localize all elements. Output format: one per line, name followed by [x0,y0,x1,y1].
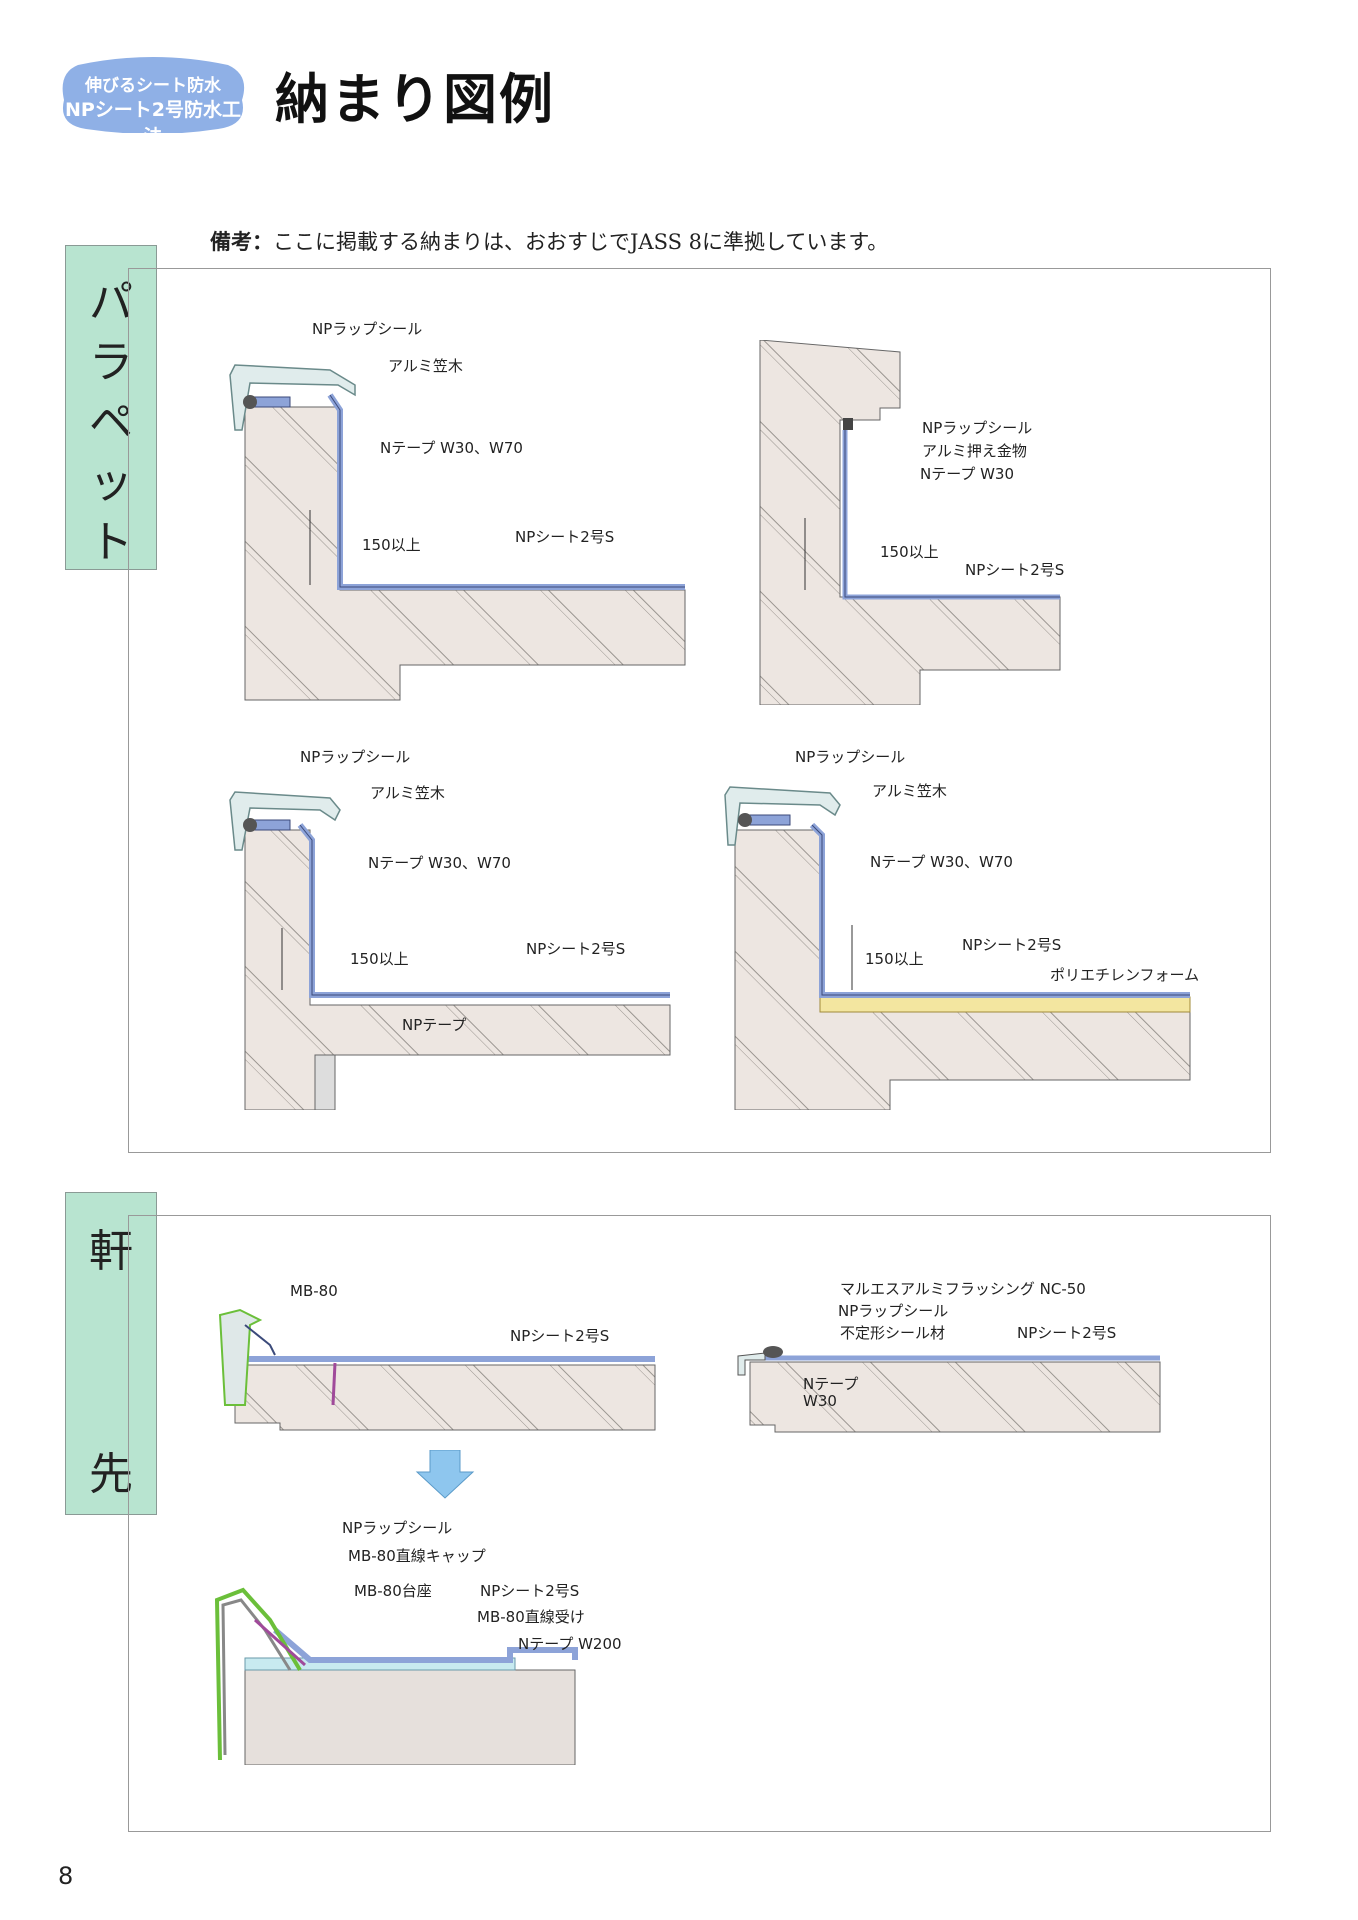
section-tab-parapet: パ ラ ペ ッ ト [65,245,157,570]
eaves-diagram-2 [737,1346,1161,1433]
parapet-char: パ [89,277,133,328]
d2-tape-label: Nテープ W30 [920,465,1015,483]
parapet-diagram-2 [759,340,1061,705]
e2-sheet-label: NPシート2号S [1017,1324,1117,1342]
d1-sheet-label: NPシート2号S [515,528,615,546]
badge-line1: 伸びるシート防水 [85,76,221,96]
e2-wrap-seal-label: NPラップシール [838,1302,949,1320]
section-tab-eaves: 軒 先 [65,1192,157,1515]
e2-tape2-label: W30 [803,1392,837,1410]
eaves-diagram-3 [214,1587,578,1765]
eaves-char: 軒 [89,1226,133,1277]
d4-tape-label: Nテープ W30、W70 [870,853,1013,871]
e1-mb-label: MB-80 [290,1282,338,1300]
d4-foam-label: ポリエチレンフォーム [1050,966,1200,984]
remark-label: 備考： [210,230,273,254]
page-title: 納まり図例 [275,68,555,131]
eaves-panel [128,1215,1271,1832]
parapet-diagram-1 [229,364,686,701]
d3-coping-label: アルミ笠木 [370,784,445,802]
d1-wrap-seal-label: NPラップシール [312,320,423,338]
badge-line2: NPシート2号防水工法 [64,99,242,148]
parapet-diagram-4 [724,786,1191,1110]
d2-press-label: アルミ押え金物 [922,442,1027,460]
badge-cloud-shape [62,57,245,134]
e3-receiver-label: MB-80直線受け [477,1608,585,1626]
eaves-char: 先 [89,1449,133,1500]
eaves-diagram-1 [218,1308,656,1431]
d3-height-label: 150以上 [350,950,409,968]
parapet-char: ッ [89,457,133,508]
d4-sheet-label: NPシート2号S [962,936,1062,954]
parapet-char: ト [89,517,133,568]
parapet-char: ラ [89,337,133,388]
d1-tape-label: Nテープ W30、W70 [380,439,523,457]
d2-wrap-seal-label: NPラップシール [922,419,1033,437]
d4-coping-label: アルミ笠木 [872,782,947,800]
parapet-diagram-3 [229,791,671,1110]
e2-sealant-label: 不定形シール材 [840,1324,946,1342]
d1-height-label: 150以上 [362,536,421,554]
page-number: 8 [58,1862,74,1890]
d2-sheet-label: NPシート2号S [965,561,1065,579]
parapet-panel [128,268,1271,1153]
d2-height-label: 150以上 [880,543,939,561]
product-badge: 伸びるシート防水 NPシート2号防水工法 [58,55,248,148]
d3-wrap-seal-label: NPラップシール [300,748,411,766]
e1-sheet-label: NPシート2号S [510,1327,610,1345]
d4-height-label: 150以上 [865,950,924,968]
e3-sheet-label: NPシート2号S [480,1582,580,1600]
remark-text: ここに掲載する納まりは、おおすじでJASS 8に準拠しています。 [273,230,889,254]
e3-cap-label: MB-80直線キャップ [348,1547,486,1565]
e3-wrap-seal-label: NPラップシール [342,1519,453,1537]
d3-np-tape-label: NPテープ [402,1016,467,1034]
e2-flashing-label: マルエスアルミフラッシング NC-50 [840,1280,1086,1298]
d1-coping-label: アルミ笠木 [388,357,463,375]
parapet-char: ペ [89,397,133,448]
d3-sheet-label: NPシート2号S [526,940,626,958]
remark: 備考：ここに掲載する納まりは、おおすじでJASS 8に準拠しています。 [210,226,888,256]
d3-tape-label: Nテープ W30、W70 [368,854,511,872]
e3-tape-label: Nテープ W200 [518,1635,622,1653]
e2-tape1-label: Nテープ [803,1375,859,1393]
e3-base-label: MB-80台座 [354,1582,432,1600]
d4-wrap-seal-label: NPラップシール [795,748,906,766]
down-arrow-icon [415,1450,475,1499]
